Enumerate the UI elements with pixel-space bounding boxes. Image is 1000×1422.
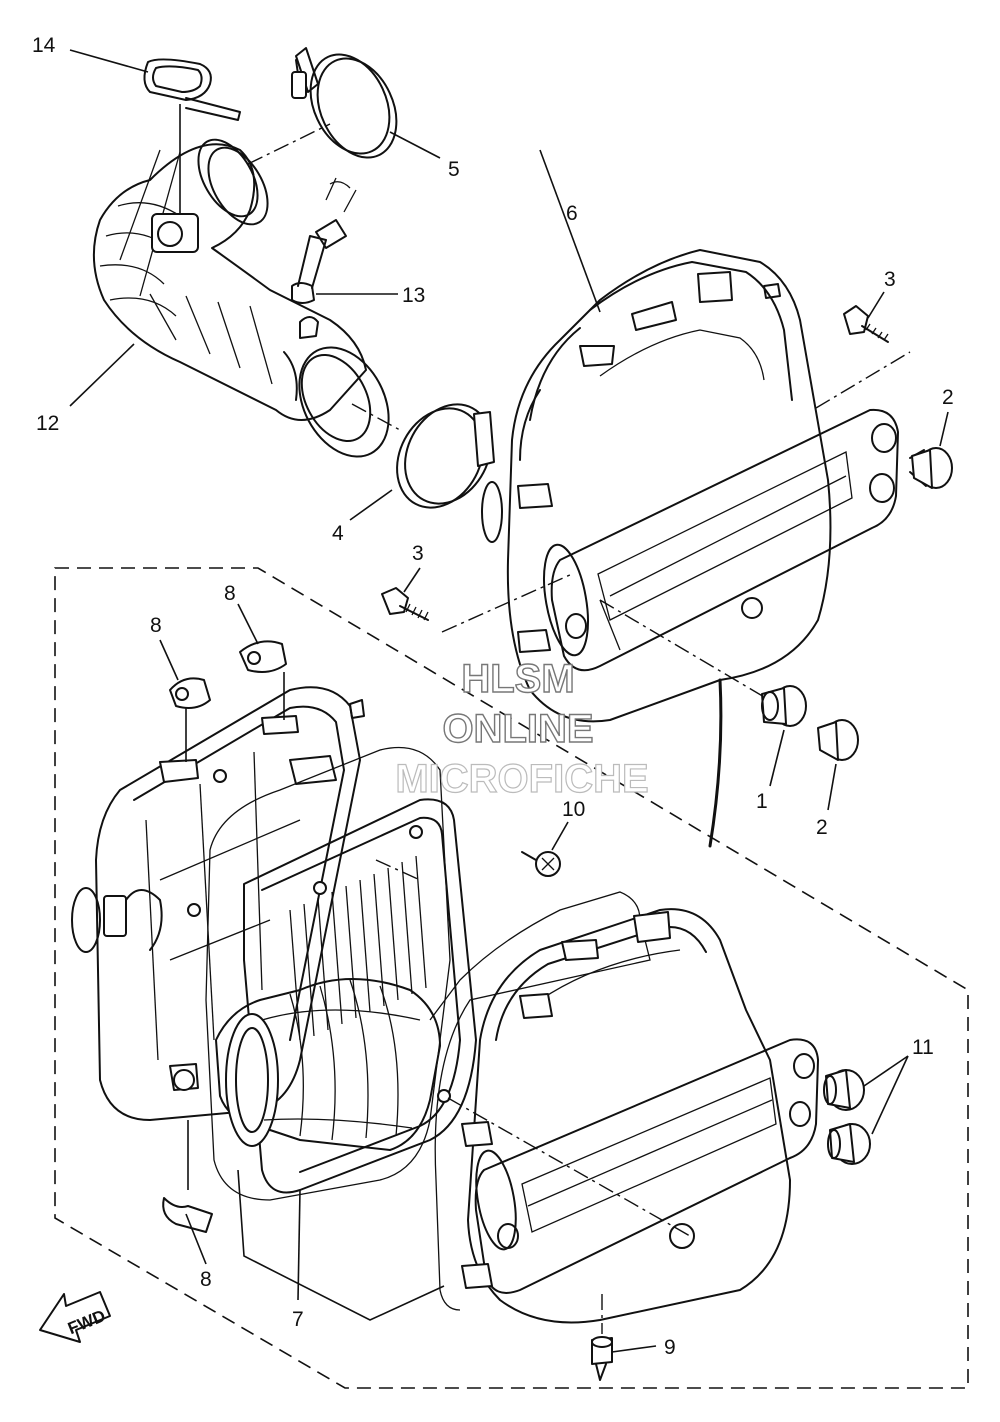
leader-lines — [69, 49, 949, 1353]
watermark-line-2: ONLINE — [442, 707, 593, 751]
alignment-line-bolt-mid — [441, 573, 573, 633]
callout-2-upper: 2 — [942, 386, 954, 409]
callout-2-lower: 2 — [816, 816, 828, 839]
callout-13: 13 — [402, 284, 425, 307]
callout-12: 12 — [36, 412, 59, 435]
watermark: HLSM ONLINE MICROFICHE — [395, 656, 650, 801]
alignment-line-grommet — [599, 599, 777, 705]
callout-4: 4 — [332, 522, 344, 545]
part-8-clip-a — [169, 677, 211, 709]
part-11-grommet-upper — [823, 1069, 865, 1111]
callout-labels: 14 5 6 13 3 2 12 4 3 8 8 1 2 10 11 8 7 9 — [32, 34, 954, 1359]
callout-8-bottom: 8 — [200, 1268, 212, 1291]
callout-14: 14 — [32, 34, 56, 57]
alignment-line-filter — [375, 859, 421, 881]
callout-7: 7 — [292, 1308, 304, 1331]
part-10-screw — [521, 851, 561, 877]
part-2-collar-upper — [909, 447, 953, 489]
callout-8-top: 8 — [224, 582, 236, 605]
watermark-line-1: HLSM — [461, 657, 574, 701]
part-5-hose-clamp — [291, 47, 398, 159]
part-9-drain-plug — [591, 1336, 613, 1381]
callout-1: 1 — [756, 790, 768, 813]
alignment-line-clamp-bottom — [351, 403, 401, 431]
assembly-boundary — [54, 567, 969, 1389]
part-8-clip-b — [239, 640, 287, 673]
intake-funnel-boot — [215, 978, 441, 1151]
callout-5: 5 — [448, 158, 460, 181]
part-2-collar-lower — [817, 719, 859, 761]
part-13-fitting — [291, 177, 398, 304]
part-11-grommet-lower — [827, 1123, 871, 1165]
part-3-bolt-lower — [381, 587, 429, 621]
part-4-hose-clamp — [349, 403, 495, 521]
part-8-clip-c — [162, 1197, 213, 1233]
air-box-case-left — [71, 672, 365, 1190]
fwd-arrow: FWD — [39, 1291, 111, 1343]
alignment-line-bolt-top — [815, 351, 911, 409]
part-6-air-box-assembly — [481, 149, 899, 848]
callout-3-lower: 3 — [412, 542, 424, 565]
callout-3-upper: 3 — [884, 268, 896, 291]
callout-9: 9 — [664, 1336, 676, 1359]
callout-6: 6 — [566, 202, 578, 225]
callout-8-left: 8 — [150, 614, 162, 637]
callout-11: 11 — [912, 1036, 934, 1059]
part-3-bolt-upper — [843, 305, 889, 343]
watermark-line-3: MICROFICHE — [395, 757, 648, 801]
alignment-line-clamp-top — [247, 123, 331, 165]
part-1-grommet — [761, 685, 807, 727]
gasket-right — [429, 891, 651, 1311]
air-box-cover-right — [437, 908, 819, 1324]
part-12-intake-duct — [92, 138, 390, 458]
part-14-cable-tie — [143, 58, 241, 216]
alignment-line-cover — [447, 1097, 691, 1237]
callout-10: 10 — [562, 798, 585, 821]
